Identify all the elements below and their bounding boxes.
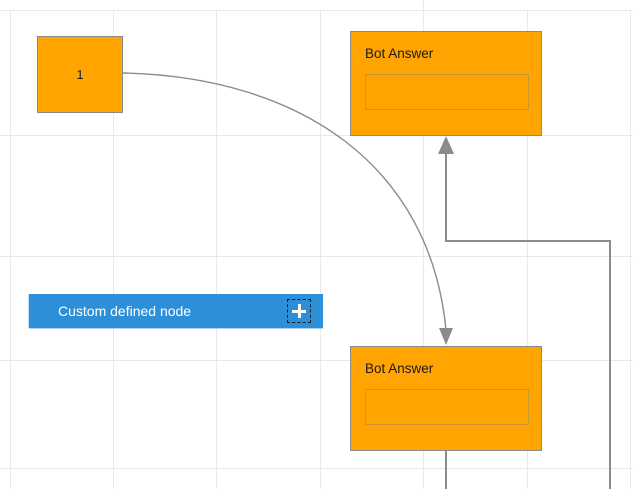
node-bot-answer-top[interactable]: Bot Answer <box>350 31 542 136</box>
plus-icon-vertical-bar <box>297 304 301 318</box>
connector-start-to-bot-answer-bottom[interactable] <box>122 72 453 345</box>
node-start[interactable]: 1 <box>37 36 123 113</box>
node-bot-answer-top-title: Bot Answer <box>365 46 434 61</box>
plus-icon[interactable] <box>287 299 311 323</box>
node-bot-answer-bottom-slot[interactable] <box>365 389 529 426</box>
custom-defined-node-label: Custom defined node <box>58 303 192 319</box>
node-start-label: 1 <box>76 67 84 82</box>
node-bot-answer-top-slot[interactable] <box>365 74 529 111</box>
node-bot-answer-bottom-title: Bot Answer <box>365 361 434 376</box>
connector-loop-back-to-bot-answer-top[interactable] <box>438 136 611 489</box>
node-bot-answer-bottom[interactable]: Bot Answer <box>350 346 542 451</box>
custom-defined-node-button[interactable]: Custom defined node <box>29 294 323 328</box>
